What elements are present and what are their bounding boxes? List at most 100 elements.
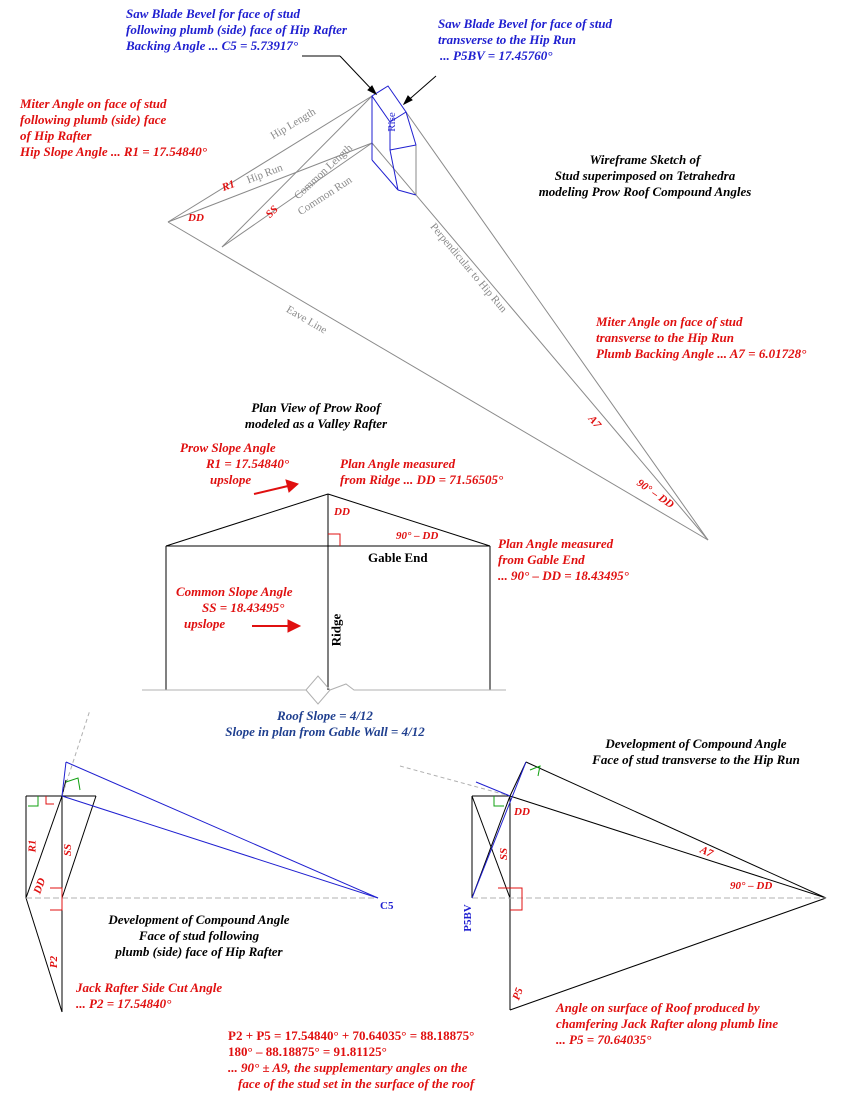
equation-4: face of the stud set in the surface of t… (238, 1076, 475, 1091)
common-slope-1: Common Slope Angle (176, 584, 293, 599)
a7-line (405, 111, 709, 541)
plan-angle-gable-block: Plan Angle measured from Gable End ... 9… (498, 536, 629, 584)
equation-1: P2 + P5 = 17.54840° + 70.64035° = 88.188… (228, 1028, 475, 1043)
roof-right-edge (327, 493, 491, 547)
left-development (25, 779, 97, 1013)
dev-right-caption-1: Development of Compound Angle (605, 736, 787, 751)
dev-right-ss-label: SS (498, 847, 511, 861)
dev-left-ss-label: SS (62, 843, 75, 857)
plan-angle-gable-3: ... 90° – DD = 18.43495° (498, 568, 629, 583)
r1-miter-block: Miter Angle on face of stud following pl… (20, 96, 207, 160)
rise-label: Rise (385, 112, 398, 132)
wireframe-title-3: modeling Prow Roof Compound Angles (538, 184, 752, 199)
plan-angle-ridge-block: Plan Angle measured from Ridge ... DD = … (340, 456, 503, 488)
p5bv-label-block: Saw Blade Bevel for face of stud transve… (438, 16, 612, 64)
ridge-label: Ridge (328, 613, 344, 647)
dev-right-caption: Development of Compound Angle Face of st… (556, 736, 836, 768)
eave-line (167, 221, 709, 541)
a7-miter-block: Miter Angle on face of stud transverse t… (596, 314, 806, 362)
p5bv-line-3: ... P5BV = 17.45760° (440, 48, 553, 63)
wireframe-title-1: Wireframe Sketch of (589, 152, 701, 167)
a7-line-2: transverse to the Hip Run (596, 330, 734, 345)
prow-slope-3: upslope (210, 472, 252, 487)
gable-end-label: Gable End (368, 550, 428, 565)
prow-slope-block: Prow Slope Angle R1 = 17.54840° upslope (180, 440, 289, 488)
a7-line-3: Plumb Backing Angle ... A7 = 6.01728° (596, 346, 807, 361)
roof-slope-1: Roof Slope = 4/12 (277, 708, 373, 723)
jack-rafter-block: Jack Rafter Side Cut Angle ... P2 = 17.5… (76, 980, 222, 1012)
equation-3: ... 90° ± A9, the supplementary angles o… (228, 1060, 468, 1075)
perpendicular-hip-run-line (371, 142, 709, 541)
dev-left-c5-label: C5 (380, 900, 394, 912)
common-slope-3: upslope (184, 616, 226, 631)
plan-title-2: modeled as a Valley Rafter (244, 416, 388, 431)
roof-slope-2: Slope in plan from Gable Wall = 4/12 (225, 724, 425, 739)
p5bv-line-2: transverse to the Hip Run (438, 32, 576, 47)
dev-left-caption-2: Face of stud following (138, 928, 260, 943)
dev-left-p2-label: P2 (48, 955, 61, 969)
r1-line-4: Hip Slope Angle ... R1 = 17.54840° (20, 144, 207, 159)
wireframe-sketch (167, 95, 709, 541)
dev-right-p5bv-label: P5BV (461, 904, 474, 932)
upslope-arrows (252, 479, 302, 633)
c5-label-block: Saw Blade Bevel for face of stud followi… (126, 6, 347, 54)
r1-line-1: Miter Angle on face of stud (20, 96, 167, 111)
plan-dd-label: DD (334, 506, 350, 518)
common-slope-2: SS = 18.43495° (202, 600, 285, 615)
p5bv-line-1: Saw Blade Bevel for face of stud (438, 16, 613, 31)
hip-length-line (167, 95, 373, 223)
hip-run-line (167, 142, 373, 223)
plan-view (142, 493, 506, 705)
jack-rafter-2: ... P2 = 17.54840° (76, 996, 172, 1011)
right-development (471, 761, 827, 1011)
roof-left-edge (165, 493, 329, 547)
dev-right-90-dd-label: 90° – DD (730, 880, 773, 892)
prow-slope-2: R1 = 17.54840° (206, 456, 290, 471)
wf-dd-label: DD (188, 212, 204, 224)
prow-slope-1: Prow Slope Angle (180, 440, 276, 455)
plan-title-1: Plan View of Prow Roof (251, 400, 381, 415)
roof-angle-3: ... P5 = 70.64035° (556, 1032, 652, 1047)
stud-box (371, 85, 417, 196)
common-length-line (221, 95, 373, 248)
c5-line-1: Saw Blade Bevel for face of stud (126, 6, 301, 21)
plan-angle-ridge-1: Plan Angle measured (340, 456, 456, 471)
right-red-marks (498, 887, 523, 911)
roof-slope-block: Roof Slope = 4/12 Slope in plan from Gab… (180, 708, 470, 740)
equation-2: 180° – 88.18875° = 91.81125° (228, 1044, 387, 1059)
plan-90-dd-label: 90° – DD (396, 530, 439, 542)
roof-angle-2: chamfering Jack Rafter along plumb line (556, 1016, 779, 1031)
dev-right-dd-label: DD (514, 806, 530, 818)
dev-left-caption-1: Development of Compound Angle (108, 912, 290, 927)
roof-angle-1: Angle on surface of Roof produced by (556, 1000, 760, 1015)
plan-angle-gable-2: from Gable End (498, 552, 585, 567)
r1-line-2: following plumb (side) face (20, 112, 167, 127)
common-run-line (221, 142, 373, 248)
leader-lines (302, 55, 437, 106)
plan-right-angle (328, 533, 341, 546)
a7-line-1: Miter Angle on face of stud (596, 314, 743, 329)
wireframe-title-2: Stud superimposed on Tetrahedra (554, 168, 736, 183)
plan-angle-ridge-2: from Ridge ... DD = 71.56505° (340, 472, 504, 487)
bottom-equations: P2 + P5 = 17.54840° + 70.64035° = 88.188… (228, 1028, 474, 1092)
plan-angle-gable-1: Plan Angle measured (498, 536, 614, 551)
right-green-marks (493, 765, 541, 807)
common-slope-block: Common Slope Angle SS = 18.43495° upslop… (176, 584, 293, 632)
left-blue-lines (61, 761, 379, 899)
dev-left-caption-3: plumb (side) face of Hip Rafter (115, 944, 283, 959)
dev-left-r1-label: R1 (26, 839, 39, 853)
right-blue-lines (471, 761, 527, 899)
roof-angle-block: Angle on surface of Roof produced by cha… (556, 1000, 778, 1048)
c5-line-2: following plumb (side) face of Hip Rafte… (126, 22, 347, 37)
left-green-marks (28, 777, 81, 807)
wireframe-title: Wireframe Sketch of Stud superimposed on… (486, 152, 804, 200)
r1-line-3: of Hip Rafter (20, 128, 92, 143)
dev-right-caption-2: Face of stud transverse to the Hip Run (592, 752, 800, 767)
left-red-marks (45, 796, 63, 911)
plan-title: Plan View of Prow Roof modeled as a Vall… (216, 400, 416, 432)
c5-line-3: Backing Angle ... C5 = 5.73917° (126, 38, 299, 53)
dev-left-caption: Development of Compound Angle Face of st… (74, 912, 324, 960)
jack-rafter-1: Jack Rafter Side Cut Angle (76, 980, 223, 995)
